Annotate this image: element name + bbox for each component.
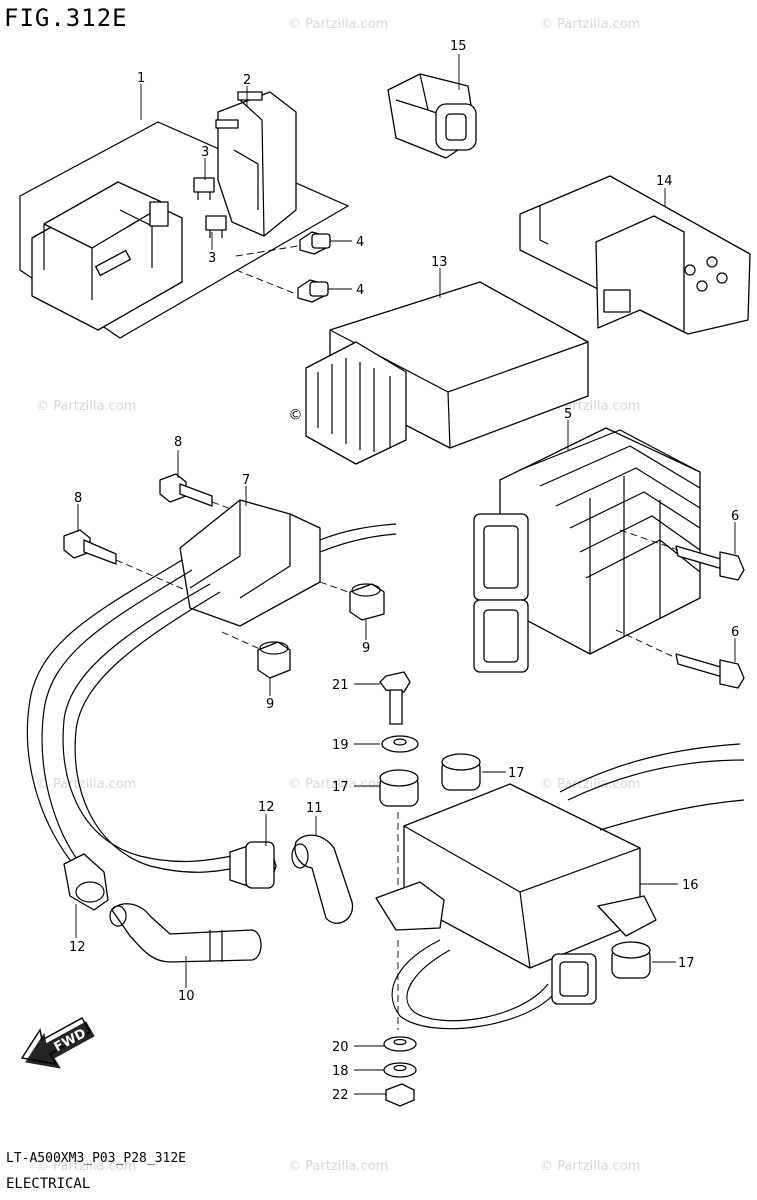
assembly-line bbox=[615, 629, 677, 659]
part-11-plug-cap[interactable] bbox=[291, 834, 354, 924]
part-5-regulator[interactable] bbox=[473, 427, 701, 673]
callout-17: 17 bbox=[678, 956, 695, 971]
callout-21: 21 bbox=[332, 678, 349, 693]
watermark-text: © Partzilla.com bbox=[288, 1159, 388, 1174]
callout-8: 8 bbox=[74, 491, 82, 506]
part-19-washer[interactable] bbox=[381, 735, 419, 753]
callout-17: 17 bbox=[332, 780, 349, 795]
part-1-relay[interactable] bbox=[31, 181, 183, 331]
callout-6: 6 bbox=[731, 625, 739, 640]
part-16-control-unit[interactable] bbox=[375, 743, 745, 1030]
part-8-bolt[interactable] bbox=[63, 473, 213, 565]
callout-12: 12 bbox=[258, 800, 275, 815]
watermark-text: © Partzilla.com bbox=[36, 399, 136, 414]
callout-11: 11 bbox=[306, 801, 323, 816]
callout-17: 17 bbox=[508, 766, 525, 781]
callout-8: 8 bbox=[174, 435, 182, 450]
callout-13: 13 bbox=[431, 255, 448, 270]
callout-3: 3 bbox=[201, 145, 209, 160]
assembly-line bbox=[221, 631, 263, 651]
callout-19: 19 bbox=[332, 738, 349, 753]
part-6-bolt[interactable] bbox=[675, 545, 745, 689]
callout-10: 10 bbox=[178, 989, 195, 1004]
watermark-text: © Partzilla.com bbox=[36, 1159, 136, 1174]
watermark-text: © Partzilla.com bbox=[36, 777, 136, 792]
part-18-washer[interactable] bbox=[383, 1062, 417, 1078]
watermark-text: © Partzilla.com bbox=[540, 17, 640, 32]
diagram-category: ELECTRICAL bbox=[6, 1176, 91, 1192]
callout-20: 20 bbox=[332, 1040, 349, 1055]
part-13-ecm[interactable] bbox=[305, 281, 589, 465]
figure-title: FIG.312E bbox=[4, 4, 128, 32]
part-14-holder[interactable] bbox=[519, 175, 751, 335]
part-17-grommet[interactable] bbox=[379, 753, 651, 979]
assembly-line bbox=[319, 581, 355, 595]
callout-9: 9 bbox=[362, 641, 370, 656]
assembly-line bbox=[235, 245, 299, 257]
part-4-bolt[interactable] bbox=[297, 231, 331, 303]
watermark-text: © Partzilla.com bbox=[540, 1159, 640, 1174]
parts-group-frame bbox=[19, 121, 350, 339]
leader-lines bbox=[75, 54, 736, 1095]
callout-5: 5 bbox=[564, 407, 572, 422]
part-20-washer[interactable] bbox=[383, 1036, 417, 1052]
callout-1: 1 bbox=[137, 71, 145, 86]
part-9-collar[interactable] bbox=[257, 583, 385, 679]
diagram-code: LT-A500XM3_P03_P28_312E bbox=[6, 1151, 187, 1166]
callout-labels: 1 2 3 3 4 4 15 14 13 5 6 6 7 8 8 9 9 21 … bbox=[69, 39, 739, 1103]
part-21-bolt[interactable] bbox=[379, 671, 411, 725]
watermark-text: © Partzilla.com bbox=[288, 777, 388, 792]
callout-2: 2 bbox=[243, 73, 251, 88]
part-10-plug-cap[interactable] bbox=[109, 903, 262, 963]
high-tension-cord bbox=[26, 559, 237, 873]
callout-6: 6 bbox=[731, 509, 739, 524]
part-15-connector[interactable] bbox=[387, 73, 477, 159]
part-22-nut[interactable] bbox=[385, 1083, 415, 1107]
callout-18: 18 bbox=[332, 1064, 349, 1079]
fwd-arrow-icon: FWD bbox=[20, 1017, 95, 1069]
assembly-line bbox=[211, 501, 235, 511]
part-2-cover[interactable] bbox=[215, 91, 297, 237]
callout-4: 4 bbox=[356, 235, 364, 250]
callout-16: 16 bbox=[682, 878, 699, 893]
callout-14: 14 bbox=[656, 174, 673, 189]
callout-15: 15 bbox=[450, 39, 467, 54]
watermark-text: © Partzilla.com bbox=[288, 17, 388, 32]
assembly-line bbox=[115, 559, 191, 593]
callout-9: 9 bbox=[266, 697, 274, 712]
assembly-line bbox=[235, 269, 297, 295]
callout-4: 4 bbox=[356, 283, 364, 298]
callout-3: 3 bbox=[208, 251, 216, 266]
part-3-fuse[interactable] bbox=[193, 177, 227, 238]
callout-22: 22 bbox=[332, 1088, 349, 1103]
callout-7: 7 bbox=[242, 473, 250, 488]
part-12-cap[interactable] bbox=[63, 841, 277, 911]
callout-12: 12 bbox=[69, 940, 86, 955]
